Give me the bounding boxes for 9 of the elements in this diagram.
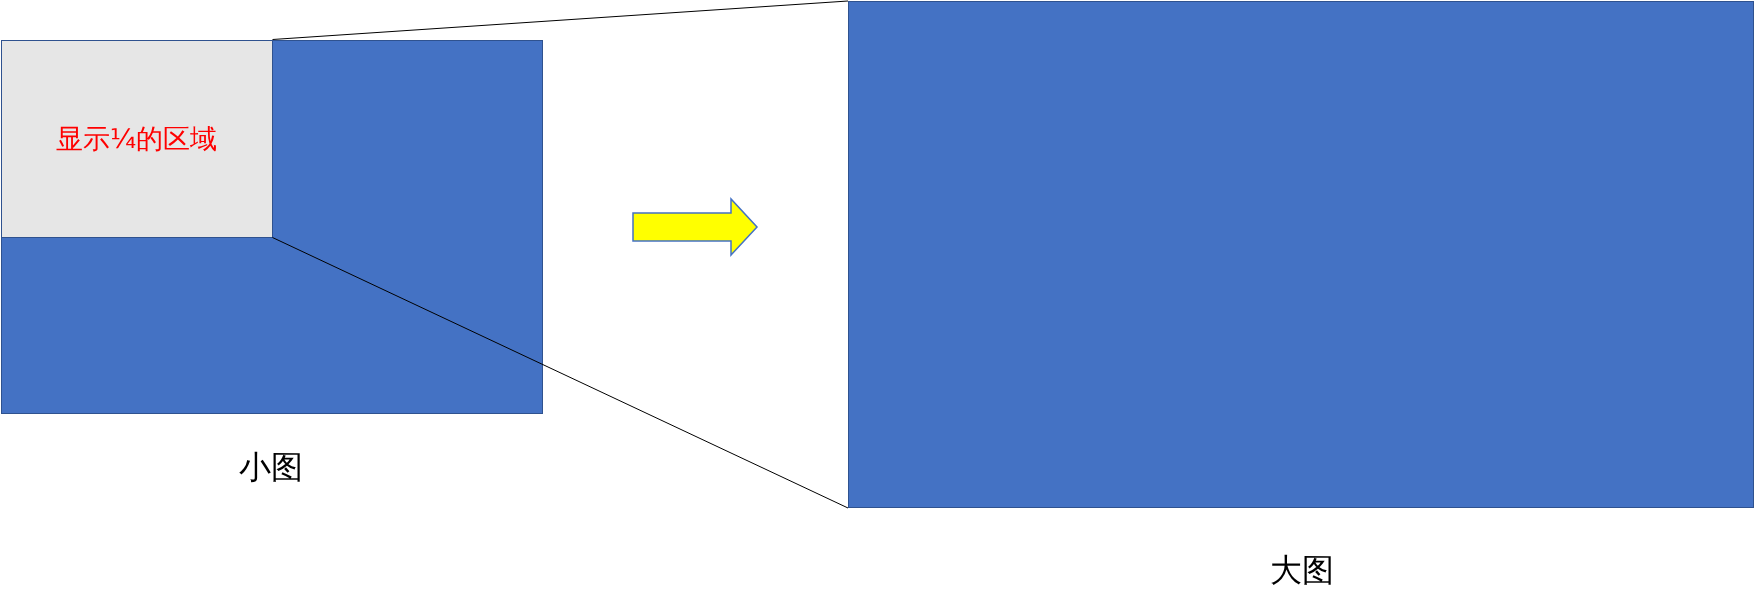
large-image-box — [848, 1, 1754, 508]
projection-line — [272, 237, 849, 509]
region-label: 显示¼的区域 — [55, 121, 218, 156]
small-image-box — [1, 40, 543, 414]
projection-line — [272, 0, 849, 40]
block-arrow — [632, 197, 759, 257]
region-box — [0, 39, 273, 238]
image-caption: 大图 — [1270, 550, 1334, 591]
image-caption: 小图 — [239, 447, 303, 488]
